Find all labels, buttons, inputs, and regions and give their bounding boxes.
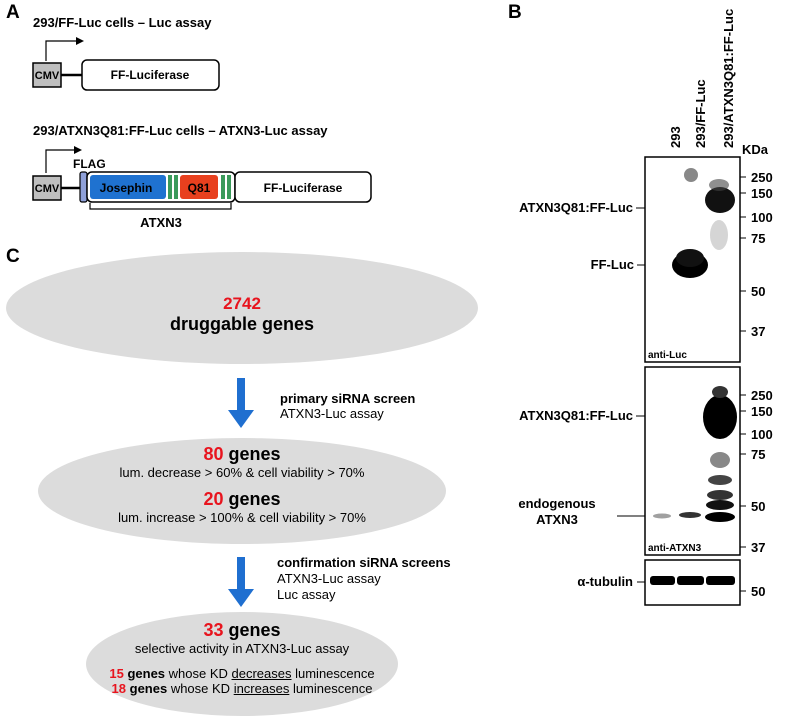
step3-genes: genes xyxy=(223,620,281,640)
band-tubulin-2 xyxy=(677,576,704,585)
marker-75-a: 75 xyxy=(751,231,765,246)
label-ff-luc: FF-Luc xyxy=(590,257,634,272)
atxn3-bracket xyxy=(89,203,232,210)
row1-pre: whose KD xyxy=(165,666,232,681)
western-blots: 293 293/FF-Luc 293/ATXN3Q81:FF-Luc KDa a… xyxy=(617,9,773,606)
step3-row1: 15 genes whose KD decreases luminescence xyxy=(86,666,398,681)
construct-diagrams: CMV FF-Luciferase FLAG CMV Josephin Q81 … xyxy=(32,37,372,230)
marker-50-b: 50 xyxy=(751,499,765,514)
construct1-diagram: CMV FF-Luciferase xyxy=(32,37,220,91)
step2-count-a: 80 xyxy=(203,444,224,464)
blot-anti-atxn3: anti-ATXN3 250 150 100 75 50 37 xyxy=(617,366,773,556)
ff-luciferase-label-1: FF-Luciferase xyxy=(111,68,190,82)
q81-label: Q81 xyxy=(188,181,211,195)
antibody-anti-luc: anti-Luc xyxy=(648,350,687,361)
step2-desc-b: lum. increase > 100% & cell viability > … xyxy=(118,510,366,525)
josephin-domain xyxy=(90,175,166,199)
atxn3-label: ATXN3 xyxy=(140,215,182,230)
arrow2-line1: ATXN3-Luc assay xyxy=(277,571,381,586)
step1-count: 2742 xyxy=(223,294,261,313)
row2-post: luminescence xyxy=(289,681,373,696)
q81-domain xyxy=(180,175,218,199)
marker-37-b: 37 xyxy=(751,540,765,555)
step3-desc: selective activity in ATXN3-Luc assay xyxy=(134,641,350,656)
step3-count: 33 xyxy=(203,620,224,640)
uim-stripe xyxy=(168,175,172,199)
arrow2-line2: Luc assay xyxy=(277,587,336,602)
row2-pre: whose KD xyxy=(167,681,234,696)
label-endogenous: endogenous xyxy=(518,496,596,511)
marker-50-c: 50 xyxy=(751,584,765,599)
antibody-anti-atxn3: anti-ATXN3 xyxy=(648,543,702,554)
marker-37-a: 37 xyxy=(751,324,765,339)
step2-genes-a: genes xyxy=(223,444,281,464)
row1-under: decreases xyxy=(231,666,292,681)
blot-anti-luc: anti-Luc 250 150 100 75 50 37 xyxy=(636,156,773,363)
blot-tubulin: 50 xyxy=(637,559,765,606)
lane-header-atxn3: 293/ATXN3Q81:FF-Luc xyxy=(721,9,736,148)
marker-100-a: 100 xyxy=(751,210,773,225)
arrow1-line1: ATXN3-Luc assay xyxy=(280,406,384,421)
lane-header-ffluc: 293/FF-Luc xyxy=(693,79,708,148)
arrow-2-icon xyxy=(228,557,254,607)
row2-genes: genes xyxy=(126,681,168,696)
cmv-label-1: CMV xyxy=(35,70,60,82)
panel-letter-a: A xyxy=(6,2,20,23)
construct2-diagram: FLAG CMV Josephin Q81 FF-Luciferase ATXN… xyxy=(32,146,372,230)
band-tubulin-1 xyxy=(650,576,675,585)
row1-post: luminescence xyxy=(291,666,375,681)
step2-count-b: 20 xyxy=(203,489,224,509)
arrow1-title: primary siRNA screen xyxy=(280,391,416,406)
construct2-title: 293/ATXN3Q81:FF-Luc cells – ATXN3-Luc as… xyxy=(33,123,328,138)
step1-ellipse: 2742 druggable genes xyxy=(6,252,478,364)
ff-luciferase-box-1 xyxy=(81,59,220,91)
step2-desc-a: lum. decrease > 60% & cell viability > 7… xyxy=(119,465,365,480)
cmv-box-2 xyxy=(32,175,62,201)
band-atxn3q81-ffluc xyxy=(705,187,735,213)
marker-150-a: 150 xyxy=(751,186,773,201)
kda-label: KDa xyxy=(742,142,769,157)
label-atxn3q81-ffluc-2: ATXN3Q81:FF-Luc xyxy=(519,408,633,423)
cmv-label-2: CMV xyxy=(35,183,60,195)
marker-75-b: 75 xyxy=(751,447,765,462)
marker-250-b: 250 xyxy=(751,388,773,403)
step3-row2: 18 genes whose KD increases luminescence xyxy=(86,681,398,696)
arrow-1-icon xyxy=(228,378,254,428)
row1-genes: genes xyxy=(123,666,166,681)
band-endogenous-2 xyxy=(679,512,701,518)
label-alpha-tubulin: α-tubulin xyxy=(577,574,633,589)
arrow2-title: confirmation siRNA screens xyxy=(277,555,451,570)
josephin-label: Josephin xyxy=(100,181,153,195)
marker-50-a: 50 xyxy=(751,284,765,299)
band-atxn3q81-ffluc-2 xyxy=(703,395,737,439)
marker-150-b: 150 xyxy=(751,404,773,419)
promoter-arrow-1 xyxy=(45,40,76,61)
row2-count: 18 xyxy=(111,681,127,696)
band-tubulin-3 xyxy=(706,576,735,585)
label-atxn3q81-ffluc-1: ATXN3Q81:FF-Luc xyxy=(519,200,633,215)
step1-label: druggable genes xyxy=(169,314,315,334)
ff-luciferase-label-2: FF-Luciferase xyxy=(264,181,343,195)
row1-count: 15 xyxy=(109,666,124,681)
marker-250-a: 250 xyxy=(751,170,773,185)
step3-ellipse: 33 genes selective activity in ATXN3-Luc… xyxy=(86,612,398,716)
lane-header-293: 293 xyxy=(668,126,683,148)
cmv-box-1 xyxy=(32,62,62,88)
band-endogenous-1 xyxy=(653,513,671,519)
flag-label: FLAG xyxy=(73,157,106,171)
step2-genes-b: genes xyxy=(223,489,281,509)
panel-letter-c: C xyxy=(6,246,20,267)
panel-letter-b: B xyxy=(508,2,522,23)
flag-box xyxy=(79,171,88,203)
ff-luciferase-box-2 xyxy=(234,171,372,203)
label-atxn3: ATXN3 xyxy=(536,512,578,527)
marker-100-b: 100 xyxy=(751,427,773,442)
row2-under: increases xyxy=(233,681,290,696)
step2-ellipse: 80 genes lum. decrease > 60% & cell viab… xyxy=(38,438,446,544)
construct1-title: 293/FF-Luc cells – Luc assay xyxy=(33,15,212,30)
